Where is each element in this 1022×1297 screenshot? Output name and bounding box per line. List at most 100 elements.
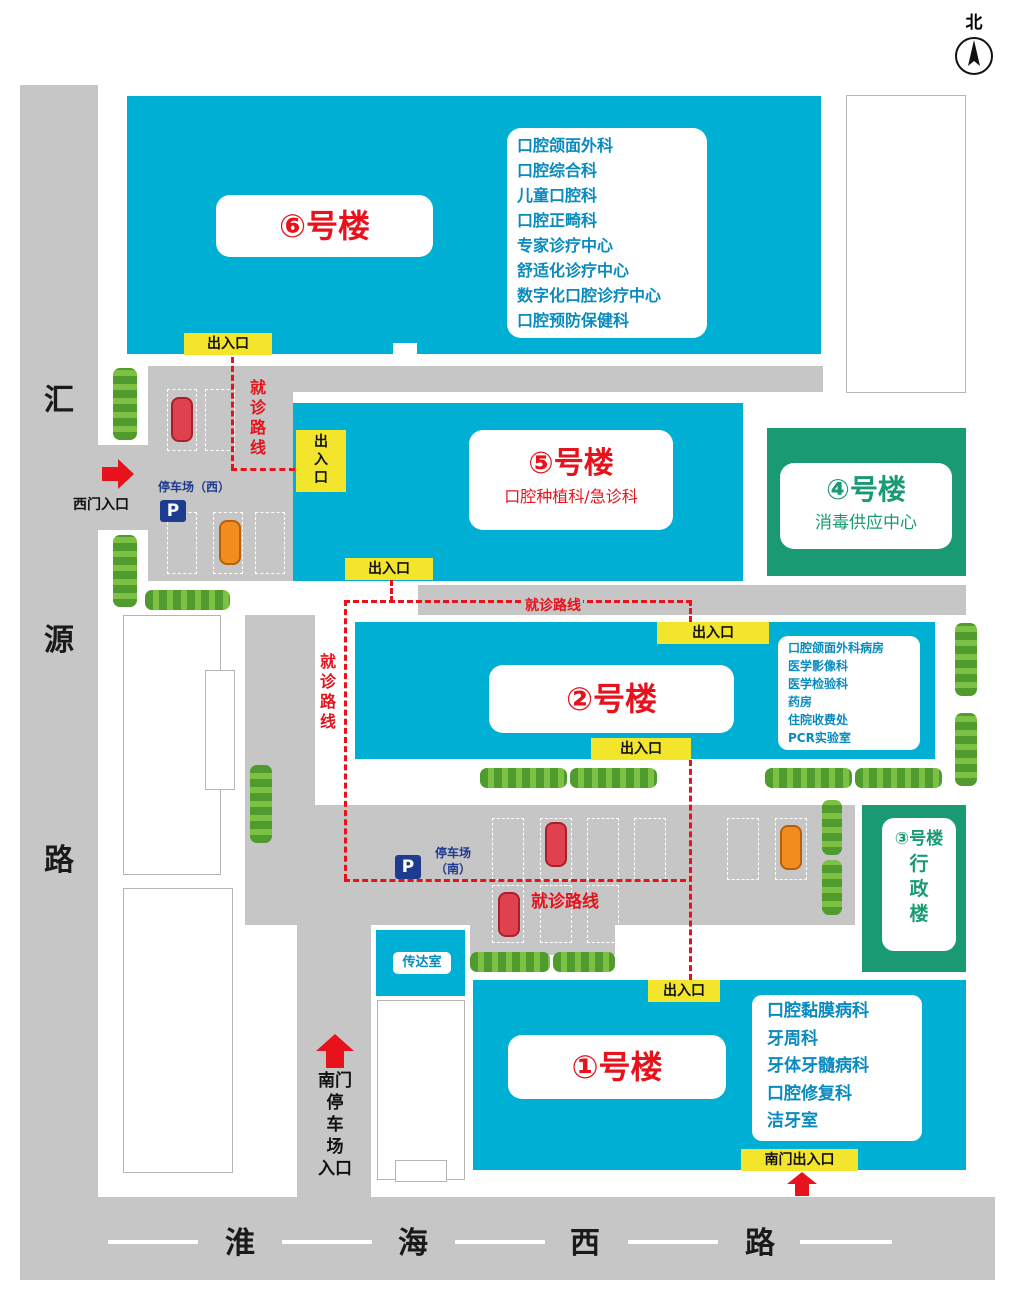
building-5-south-exit[interactable]: 出入口 <box>345 558 433 580</box>
road-lane-marking <box>628 1240 718 1244</box>
parking-slot <box>540 885 572 943</box>
route-char: 路 <box>320 692 337 711</box>
hedge <box>553 952 615 972</box>
outline-building-west-upper-annex <box>205 670 235 790</box>
hedge <box>822 860 842 915</box>
south-road <box>20 1197 995 1280</box>
route-char: 诊 <box>320 672 337 691</box>
department-item: 口腔颌面外科 <box>517 136 614 155</box>
route-label-vertical: 就 诊 路 线 <box>320 652 342 732</box>
orange-car-icon <box>780 825 802 870</box>
hedge <box>480 768 567 788</box>
building-2-south-exit[interactable]: 出入口 <box>591 738 691 760</box>
exit-char: 口 <box>314 470 328 486</box>
road-lane-marking <box>455 1240 545 1244</box>
building-2-north-exit[interactable]: 出入口 <box>657 622 769 644</box>
west-road <box>20 85 98 1280</box>
building-6-exit[interactable]: 出入口 <box>184 333 272 355</box>
west-gate-label[interactable]: 西门入口 <box>73 497 129 513</box>
west-gate-arrow-icon <box>102 459 134 489</box>
south-parking-sign-icon: P <box>395 855 421 879</box>
hedge <box>250 765 272 843</box>
outline-building-south-annex <box>395 1160 447 1182</box>
parking-slot <box>213 512 243 574</box>
department-item: 舒适化诊疗中心 <box>517 261 630 280</box>
building-5-subtitle: 口腔种植科/急诊科 <box>504 487 638 506</box>
south-road-name-char: 淮 <box>225 1226 255 1261</box>
hedge <box>765 768 852 788</box>
department-item: 口腔修复科 <box>767 1083 852 1104</box>
hedge <box>470 952 550 972</box>
guard-room-label-box: 传达室 <box>393 952 451 974</box>
south-gate-exit[interactable]: 南门出入口 <box>741 1149 858 1171</box>
building-6-entrance <box>393 343 417 357</box>
outline-building-northeast <box>846 95 966 393</box>
building-3-name-card: ③号楼 行 政 楼 <box>882 818 956 951</box>
department-item: 洁牙室 <box>767 1111 818 1131</box>
building-3-subtitle-char: 行 <box>909 853 929 875</box>
parking-slot <box>587 885 619 943</box>
route-line <box>231 357 234 470</box>
building-5-name-card: ⑤号楼 口腔种植科/急诊科 <box>469 430 673 530</box>
route-char: 路 <box>250 418 267 437</box>
department-item: 牙周科 <box>767 1028 818 1049</box>
parking-slot <box>205 389 235 451</box>
west-parking-sign-icon: P <box>160 500 186 522</box>
building-3-name: ③号楼 <box>894 829 944 849</box>
hedge <box>570 768 657 788</box>
hedge <box>955 623 977 696</box>
route-line <box>231 468 295 471</box>
south-gate-arrow-icon <box>787 1172 817 1196</box>
compass-arrow-icon <box>955 37 993 75</box>
hedge <box>113 368 137 440</box>
outline-building-south <box>377 1000 465 1180</box>
road-lane-marking <box>800 1240 892 1244</box>
building-4-name: ④号楼 <box>826 473 906 506</box>
route-char: 诊 <box>250 398 267 417</box>
west-road-name-char: 汇 <box>44 383 74 418</box>
department-item: 牙体牙髓病科 <box>767 1056 869 1076</box>
route-line <box>344 600 692 603</box>
west-road-name-char: 源 <box>44 623 74 658</box>
south-parking-entry-label[interactable]: 南门 停 车 场 入口 <box>305 1070 365 1180</box>
compass-north-label: 北 <box>965 13 983 33</box>
parking-slot <box>587 818 619 880</box>
orange-car-icon <box>219 520 241 565</box>
route-line <box>390 580 393 602</box>
exit-char: 出 <box>314 434 328 450</box>
building-5-west-exit[interactable]: 出 入 口 <box>296 430 346 492</box>
building-2-department-list: 口腔颌面外科病房 医学影像科 医学检验科 药房 住院收费处 PCR实验室 <box>778 636 920 750</box>
south-parking-label-line: （南） <box>434 862 471 876</box>
department-item: 儿童口腔科 <box>517 186 598 205</box>
parking-slot <box>775 818 807 880</box>
building-4-subtitle: 消毒供应中心 <box>815 513 917 533</box>
route-char: 就 <box>250 378 267 397</box>
route-line <box>689 600 692 622</box>
department-item: 口腔黏膜病科 <box>767 1001 869 1021</box>
south-parking-label-line: 停车场 <box>434 846 471 860</box>
building-1-name-card: ①号楼 <box>508 1035 726 1099</box>
guard-room-label: 传达室 <box>402 955 442 970</box>
department-item: PCR实验室 <box>788 731 851 745</box>
parking-slot <box>727 818 759 880</box>
route-char: 线 <box>250 438 267 457</box>
parking-slot <box>492 818 524 880</box>
building-1-name: ①号楼 <box>571 1048 663 1086</box>
parking-slot <box>634 818 666 880</box>
hedge <box>145 590 230 610</box>
red-car-icon <box>498 892 520 937</box>
south-parking-label: 停车场 （南） <box>428 845 478 877</box>
building-2-name: ②号楼 <box>565 680 658 718</box>
department-item: 药房 <box>788 695 813 709</box>
building-1-north-exit[interactable]: 出入口 <box>648 980 720 1002</box>
west-road-name-char: 路 <box>44 843 74 878</box>
department-item: 专家诊疗中心 <box>517 236 614 255</box>
south-road-name-char: 海 <box>398 1226 428 1261</box>
parking-slot <box>167 389 197 451</box>
west-gate-road <box>98 445 158 530</box>
building-1-department-list: 口腔黏膜病科 牙周科 牙体牙髓病科 口腔修复科 洁牙室 <box>752 995 922 1141</box>
road-lane-marking <box>282 1240 372 1244</box>
building-6-name-card: ⑥号楼 <box>216 195 433 257</box>
department-item: 口腔正畸科 <box>517 211 598 230</box>
department-item: 医学影像科 <box>788 659 849 673</box>
